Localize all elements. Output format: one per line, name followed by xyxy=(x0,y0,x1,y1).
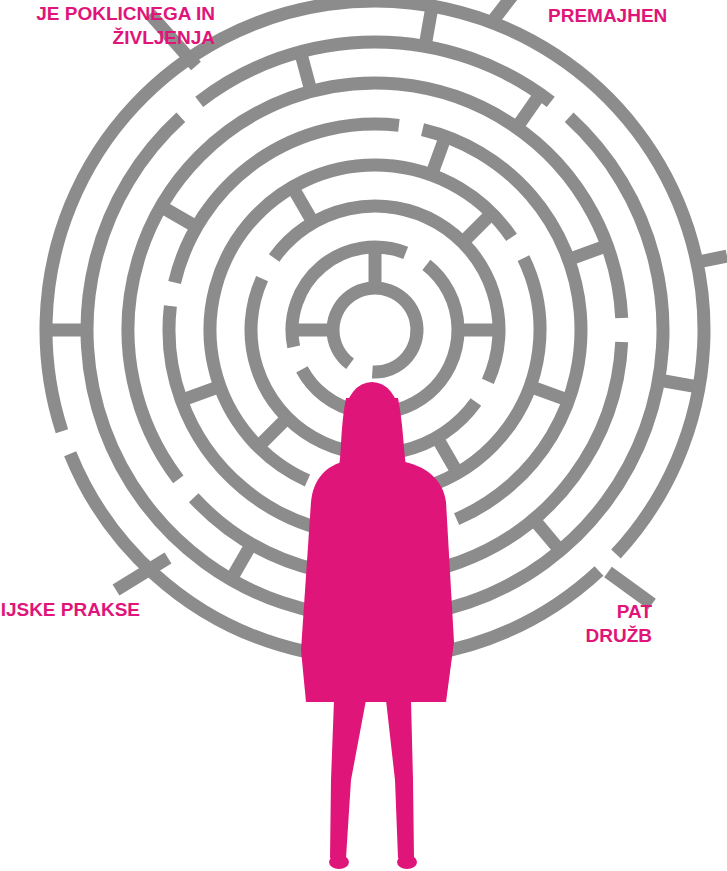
maze-wall xyxy=(181,386,220,400)
maze-wall xyxy=(46,324,87,337)
maze-wall xyxy=(463,213,492,242)
category-label: PAT DRUŽB xyxy=(560,600,652,648)
maze-wall xyxy=(569,246,608,260)
maze-wall xyxy=(210,165,512,481)
maze-wall xyxy=(333,288,417,372)
maze-wall xyxy=(369,247,382,288)
maze-wall xyxy=(437,437,458,473)
maze-wall xyxy=(251,279,476,454)
maze-wall xyxy=(231,544,252,580)
maze-wall xyxy=(423,130,581,520)
head xyxy=(345,382,399,450)
category-label: PREMAJHEN xyxy=(548,4,718,28)
maze-spoke xyxy=(492,0,512,22)
maze-wall xyxy=(161,207,197,228)
woman-silhouette xyxy=(301,382,454,869)
maze-wall xyxy=(330,258,540,495)
maze-wall xyxy=(431,136,445,175)
maze-wall xyxy=(458,324,499,337)
maze-wall xyxy=(292,324,333,337)
maze-wall xyxy=(128,83,622,479)
maze-spoke xyxy=(698,256,727,262)
maze-spoke xyxy=(116,558,168,590)
shoe xyxy=(397,855,417,869)
maze-wall xyxy=(517,94,541,128)
shoe xyxy=(329,855,349,869)
maze-wall xyxy=(659,380,699,387)
maze-wall xyxy=(258,418,287,447)
category-label: JE POKLICNEGA IN ŽIVLJENJA xyxy=(0,2,215,50)
maze-wall xyxy=(530,386,569,400)
maze-wall xyxy=(534,519,560,550)
maze-spoke xyxy=(608,572,652,604)
coat xyxy=(301,462,454,702)
maze-wall xyxy=(292,247,406,347)
maze-wall xyxy=(425,6,432,46)
category-label: IJSKE PRAKSE xyxy=(0,598,140,622)
leg xyxy=(386,700,414,858)
maze-wall xyxy=(199,42,551,102)
maze-wall xyxy=(274,206,499,381)
maze-wall xyxy=(300,52,311,92)
leg xyxy=(330,700,366,858)
maze-wall xyxy=(293,187,314,223)
